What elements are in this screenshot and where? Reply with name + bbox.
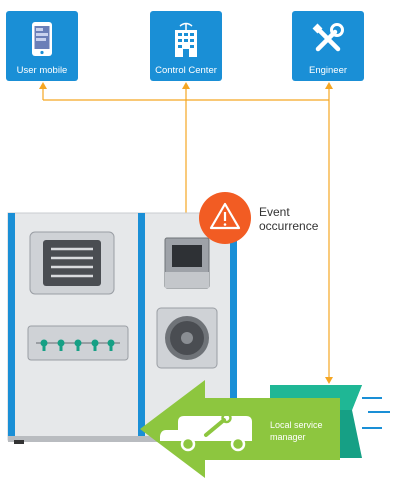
local-service-manager-label: Local service manager xyxy=(270,420,323,442)
control-center-label: Control Center xyxy=(155,65,217,76)
vent-slats xyxy=(51,247,93,278)
cabinet-left-trim xyxy=(8,213,15,440)
arrowhead-service xyxy=(325,377,333,384)
arrowhead-control-center xyxy=(182,82,190,89)
cabinet-right-trim xyxy=(230,238,237,440)
user-mobile-tile: User mobile xyxy=(6,11,78,81)
warning-icon xyxy=(199,192,251,244)
cabinet-foot-left xyxy=(14,440,24,444)
wrench-icon xyxy=(204,412,232,437)
arrowhead-engineer xyxy=(325,82,333,89)
arrowhead-user-mobile xyxy=(39,82,47,89)
connection-arrowheads xyxy=(39,82,333,384)
equipment-cabinet xyxy=(7,212,237,444)
vent-grille xyxy=(43,240,101,286)
building-icon xyxy=(150,19,222,59)
cabinet-middle-trim xyxy=(138,213,145,440)
user-mobile-label: User mobile xyxy=(16,65,68,76)
event-occurrence-label: Event occurrence xyxy=(259,205,319,233)
display-screen xyxy=(172,245,202,267)
phone-icon xyxy=(6,19,78,59)
knob-indicators xyxy=(40,339,115,351)
tools-icon xyxy=(292,19,364,59)
engineer-label: Engineer xyxy=(308,65,348,76)
control-center-tile: Control Center xyxy=(150,11,222,81)
speed-lines xyxy=(362,397,390,429)
cabinet-base xyxy=(8,436,236,442)
display-base xyxy=(165,272,209,288)
engineer-tile: Engineer xyxy=(292,11,364,81)
